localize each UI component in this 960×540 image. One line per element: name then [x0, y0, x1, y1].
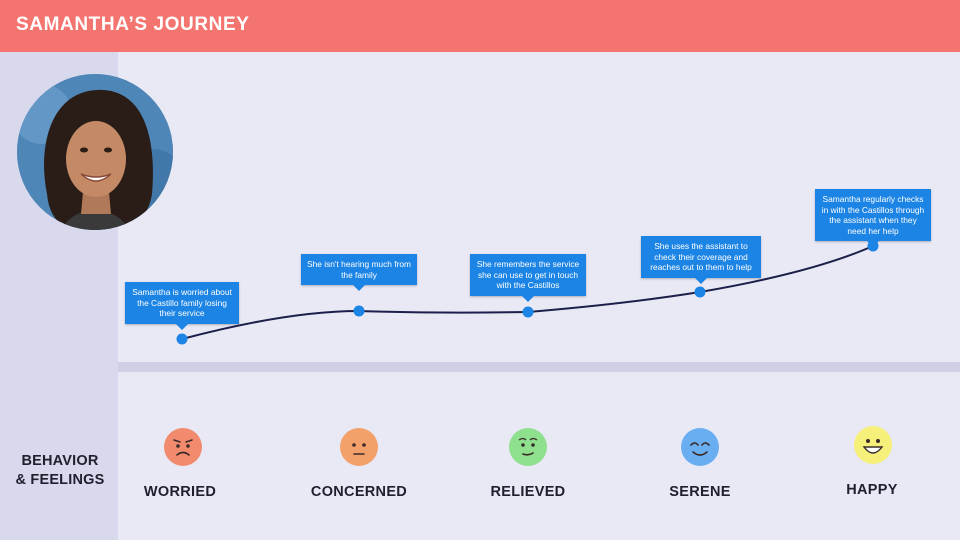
- page-title: SAMANTHA’S JOURNEY: [16, 14, 250, 35]
- section-divider: [118, 362, 960, 372]
- worried-face-icon: [164, 428, 202, 466]
- header-bar: SAMANTHA’S JOURNEY: [0, 0, 960, 52]
- avatar: [17, 74, 173, 230]
- row-label-line1: BEHAVIOR: [21, 453, 99, 469]
- emotion-label: SERENE: [669, 484, 731, 500]
- journey-note: She uses the assistant to check their co…: [641, 236, 761, 283]
- journey-note: She remembers the service she can use to…: [470, 254, 586, 301]
- behavior-feelings-label: BEHAVIOR & FEELINGS: [10, 452, 110, 490]
- emotion-label: WORRIED: [143, 484, 217, 500]
- relieved-face-icon: [509, 428, 547, 466]
- journey-note: Samantha is worried about the Castillo f…: [125, 282, 239, 329]
- journey-point: [176, 333, 188, 345]
- serene-face-icon: [681, 428, 719, 466]
- journey-note: Samantha regularly checks in with the Ca…: [815, 189, 931, 247]
- concerned-face-icon: [340, 428, 378, 466]
- emotion-label: CONCERNED: [310, 484, 408, 500]
- row-label-line2: & FEELINGS: [15, 472, 105, 488]
- happy-face-icon: [854, 426, 892, 464]
- emotion-label: RELIEVED: [490, 484, 566, 500]
- journey-note: She isn't hearing much from the family: [301, 254, 417, 291]
- persona-photo: [17, 74, 173, 230]
- emotion-label: HAPPY: [846, 482, 898, 498]
- journey-point: [353, 305, 365, 317]
- journey-point: [522, 306, 534, 318]
- journey-point: [694, 286, 706, 298]
